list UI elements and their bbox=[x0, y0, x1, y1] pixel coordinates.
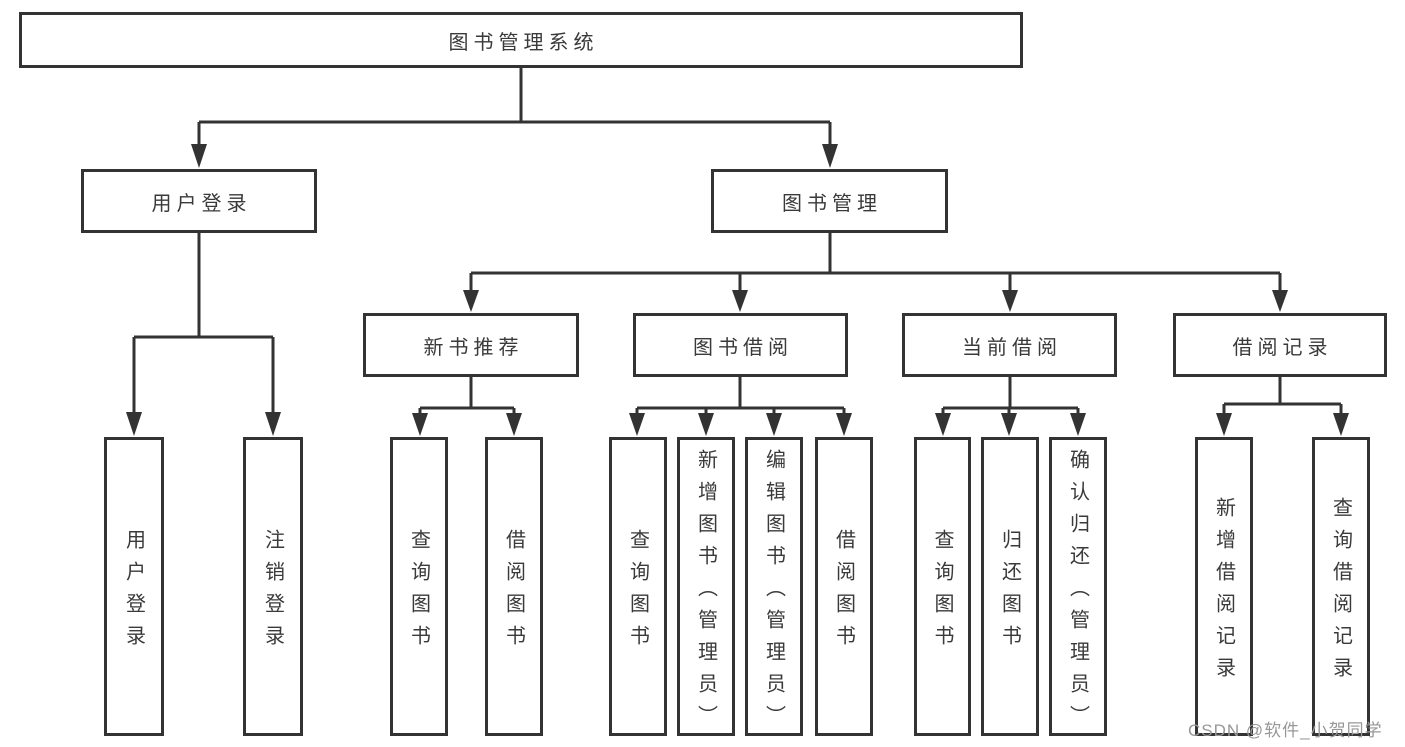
arrowhead-icon bbox=[935, 413, 951, 436]
leaf-user-login: 用户登录 bbox=[104, 437, 164, 736]
node-label: 查询图书 bbox=[931, 528, 953, 657]
node-label: 图书管理系统 bbox=[448, 31, 599, 54]
leaf-confirm-return-admin: 确认归还（管理员） bbox=[1049, 437, 1107, 737]
leaf-query-borrow-record: 查询借阅记录 bbox=[1312, 437, 1370, 736]
leaf-borrow-books-recommend: 借阅图书 bbox=[485, 437, 543, 736]
node-label: 用户登录 bbox=[151, 192, 252, 215]
arrowhead-icon bbox=[1216, 413, 1232, 436]
arrowhead-icon bbox=[265, 412, 281, 436]
connector-book-borrowing-split bbox=[629, 377, 852, 436]
arrowhead-icon bbox=[1272, 290, 1288, 312]
leaf-add-borrow-record: 新增借阅记录 bbox=[1195, 437, 1253, 736]
arrowhead-icon bbox=[463, 290, 479, 312]
node-label: 查询图书 bbox=[407, 528, 430, 657]
connector-new-book-split bbox=[412, 377, 522, 436]
node-book-borrowing: 图书借阅 bbox=[633, 313, 848, 377]
node-label: 新书推荐 bbox=[423, 336, 524, 359]
node-label: 当前借阅 bbox=[962, 336, 1062, 359]
node-label: 图书管理 bbox=[782, 192, 882, 215]
leaf-edit-books-admin: 编辑图书（管理员） bbox=[745, 437, 803, 737]
leaf-query-books-recommend: 查询图书 bbox=[390, 437, 448, 736]
arrowhead-icon bbox=[698, 413, 714, 436]
leaf-borrow-books-borrowing: 借阅图书 bbox=[815, 437, 873, 736]
arrowhead-icon bbox=[1002, 290, 1018, 312]
arrowhead-icon bbox=[766, 413, 782, 436]
node-label: 新增图书（管理员） bbox=[694, 448, 717, 737]
arrowhead-icon bbox=[126, 412, 142, 436]
node-label: 编辑图书（管理员） bbox=[762, 448, 785, 737]
node-label: 图书借阅 bbox=[693, 336, 793, 359]
arrowhead-icon bbox=[822, 144, 838, 168]
arrowhead-icon bbox=[412, 413, 428, 436]
node-borrow-records: 借阅记录 bbox=[1173, 313, 1387, 377]
leaf-logout: 注销登录 bbox=[243, 437, 303, 736]
arrowhead-icon bbox=[732, 290, 748, 312]
node-user-login: 用户登录 bbox=[81, 169, 317, 233]
leaf-return-books: 归还图书 bbox=[981, 437, 1039, 736]
connector-current-borrowing-split bbox=[935, 377, 1086, 436]
node-current-borrowing: 当前借阅 bbox=[902, 313, 1117, 377]
leaf-query-books-current: 查询图书 bbox=[914, 437, 971, 736]
arrowhead-icon bbox=[1333, 413, 1349, 436]
arrowhead-icon bbox=[506, 413, 522, 436]
node-label: 新增借阅记录 bbox=[1212, 496, 1235, 689]
node-root-title: 图书管理系统 bbox=[19, 12, 1023, 68]
connector-root-split bbox=[191, 68, 838, 168]
leaf-query-books-borrowing: 查询图书 bbox=[609, 437, 667, 736]
arrowhead-icon bbox=[836, 413, 852, 436]
node-label: 用户登录 bbox=[122, 528, 145, 657]
leaf-add-books-admin: 新增图书（管理员） bbox=[677, 437, 735, 737]
node-label: 归还图书 bbox=[998, 528, 1021, 657]
connector-user-login-split bbox=[126, 233, 281, 436]
node-label: 查询图书 bbox=[626, 528, 649, 657]
node-label: 借阅图书 bbox=[502, 528, 525, 657]
node-label: 借阅记录 bbox=[1232, 336, 1333, 359]
node-label: 注销登录 bbox=[261, 528, 284, 657]
arrowhead-icon bbox=[629, 413, 645, 436]
node-label: 查询借阅记录 bbox=[1329, 496, 1352, 689]
csdn-watermark: CSDN @软件_小贺同学 bbox=[1188, 721, 1383, 740]
node-book-management: 图书管理 bbox=[711, 169, 948, 233]
node-label: 借阅图书 bbox=[832, 528, 855, 657]
arrowhead-icon bbox=[1001, 413, 1017, 436]
connector-book-management-split bbox=[463, 233, 1288, 312]
node-label: 确认归还（管理员） bbox=[1066, 448, 1089, 737]
arrowhead-icon bbox=[1070, 413, 1086, 436]
node-new-book-recommend: 新书推荐 bbox=[363, 313, 579, 377]
connector-borrow-records-split bbox=[1216, 377, 1349, 436]
arrowhead-icon bbox=[191, 144, 207, 168]
